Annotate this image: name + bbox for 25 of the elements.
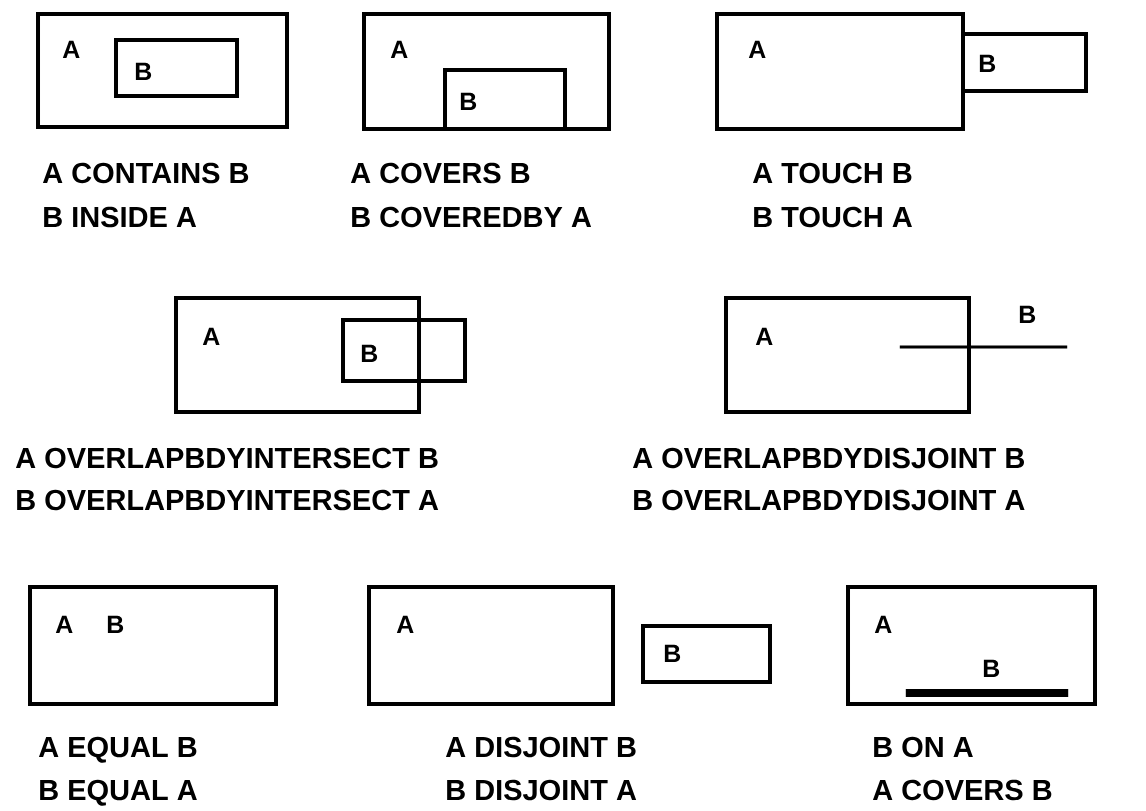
node-label: A COVERS B xyxy=(350,162,530,184)
node-label: B COVEREDBY A xyxy=(352,206,592,228)
node-label: A OVERLAPBDYINTERSECT B xyxy=(15,447,438,469)
rectangle: B xyxy=(641,624,772,684)
rectangle: A xyxy=(367,585,615,706)
rectangle: B xyxy=(443,68,567,131)
node-label: A OVERLAPBDYDISJOINT B xyxy=(632,447,1024,469)
rectangle: A xyxy=(715,12,965,131)
node-label: A EQUAL B xyxy=(38,736,197,763)
node-label: B OVERLAPBDYINTERSECT A xyxy=(17,489,439,511)
node-label: A CONTAINS B xyxy=(42,162,249,184)
rectangle: B xyxy=(341,318,467,383)
node-label: B TOUCH A xyxy=(754,206,912,228)
rectangle: B xyxy=(961,32,1088,93)
node-label: A TOUCH B xyxy=(752,162,912,184)
node-label: B ON A xyxy=(874,736,973,758)
rectangle: A xyxy=(724,296,971,414)
rectangle: B xyxy=(114,38,239,98)
rectangle: A B xyxy=(28,585,278,706)
node-label: A COVERS B xyxy=(872,779,1052,801)
node-label: B DISJOINT A xyxy=(447,779,637,801)
node-label: B EQUAL A xyxy=(40,779,197,806)
node-label: B OVERLAPBDYDISJOINT A xyxy=(634,489,1025,511)
node-label: B INSIDE A xyxy=(44,206,197,228)
node-label: A DISJOINT B xyxy=(445,736,636,758)
